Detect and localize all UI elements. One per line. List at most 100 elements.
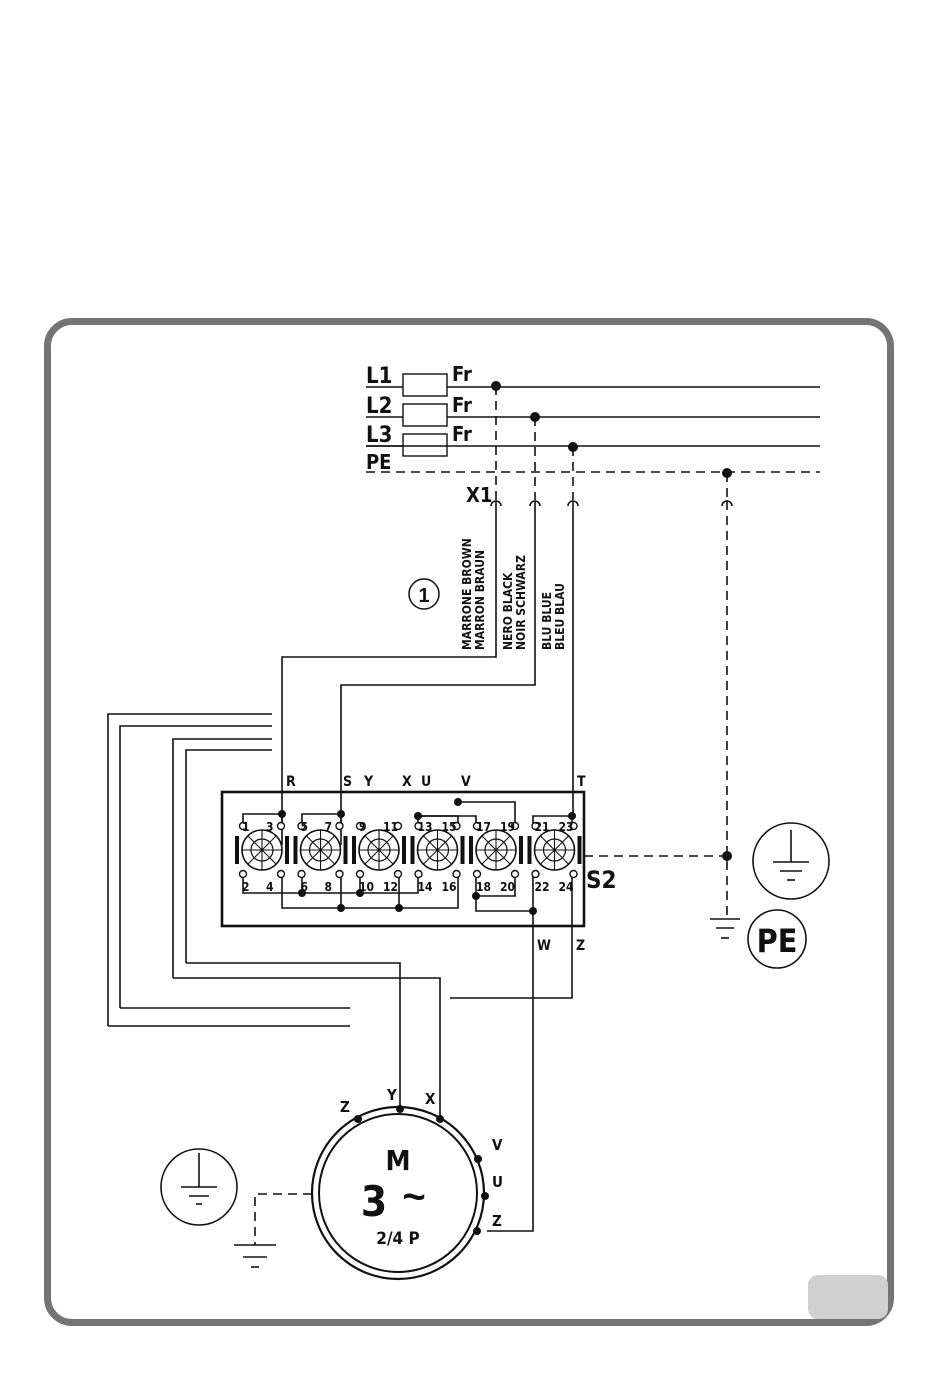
- contact-number: 19: [500, 820, 515, 834]
- motor-poles: 2/4 P: [376, 1229, 419, 1249]
- contact-bar-left: [411, 836, 415, 864]
- terminal-v: V: [461, 774, 471, 790]
- label-fuse-l3: Fr: [452, 422, 472, 446]
- contact-number: 6: [301, 880, 309, 894]
- cable-label-blue-2: BLEU BLAU: [553, 583, 567, 650]
- contact-terminal: [415, 871, 422, 878]
- wire-black: [341, 501, 535, 845]
- switch-label: S2: [586, 866, 617, 894]
- label-fuse-l1: Fr: [452, 362, 472, 386]
- contact-number: 10: [359, 880, 374, 894]
- contact-number: 24: [559, 880, 575, 894]
- label-pe: PE: [366, 450, 391, 474]
- cable-marker-text: 1: [418, 585, 429, 607]
- switch-contact: 9111012: [352, 820, 406, 894]
- switch-contact: 17 19 18 20: [469, 820, 523, 894]
- contact-bar-right: [285, 836, 289, 864]
- motor-label: M: [385, 1144, 410, 1177]
- contact-number: 22: [535, 880, 550, 894]
- contact-bar-right: [578, 836, 582, 864]
- contact-bar-right: [402, 836, 406, 864]
- terminal-w: W: [537, 938, 551, 954]
- label-fuse-l2: Fr: [452, 393, 472, 417]
- label-l3: L3: [366, 423, 392, 448]
- contact-terminal: [336, 823, 343, 830]
- motor-phase: 3: [361, 1177, 387, 1226]
- terminal-t: T: [577, 774, 586, 790]
- contact-terminal: [570, 871, 577, 878]
- contact-number: 13: [418, 820, 433, 834]
- wire-to-motor-y: [186, 963, 400, 1108]
- contact-number: 15: [442, 820, 457, 834]
- contact-number: 17: [476, 820, 491, 834]
- contact-bar-left: [235, 836, 239, 864]
- loop-wires-upper: [108, 714, 272, 1026]
- motor-terminal-u: U: [492, 1173, 503, 1191]
- terminal-x: X: [402, 774, 412, 790]
- contact-number: 5: [301, 820, 309, 834]
- switch-internal-wiring: [243, 798, 576, 926]
- motor-outer-ring: [312, 1107, 484, 1279]
- contact-number: 18: [476, 880, 491, 894]
- contact-number: 11: [383, 820, 398, 834]
- contact-terminal: [278, 871, 285, 878]
- fuse-l2: [403, 404, 447, 426]
- contact-number: 12: [383, 880, 398, 894]
- contact-number: 20: [500, 880, 515, 894]
- contact-bar-left: [528, 836, 532, 864]
- label-connector-x1: X1: [466, 483, 492, 507]
- contact-number: 21: [535, 820, 550, 834]
- terminal-z: Z: [576, 938, 585, 954]
- terminal-r: R: [286, 774, 296, 790]
- contact-bar-right: [344, 836, 348, 864]
- contact-number: 2: [242, 880, 250, 894]
- contact-terminal: [453, 871, 460, 878]
- cable-label-brown-1: MARRONE BROWN: [460, 538, 474, 650]
- fuse-l1: [403, 374, 447, 396]
- contact-bar-left: [294, 836, 298, 864]
- motor-terminal-z2: Z: [492, 1212, 502, 1230]
- cable-label-black-2: NOIR SCHWARZ: [514, 555, 528, 650]
- switch-contact: 21 23 22 24: [528, 820, 582, 894]
- fuse-l3: [403, 434, 447, 456]
- cable-label-blue-1: BLU BLUE: [540, 592, 554, 650]
- contact-terminal: [240, 871, 247, 878]
- terminal-u: U: [421, 774, 431, 790]
- motor-terminal-x: X: [425, 1090, 436, 1108]
- contact-terminal: [278, 823, 285, 830]
- contact-terminal: [532, 871, 539, 878]
- contact-number: 3: [266, 820, 274, 834]
- terminal-y: Y: [363, 774, 374, 790]
- pe-badge-label: PE: [757, 922, 798, 960]
- cable-label-brown-2: MARRON BRAUN: [473, 550, 487, 650]
- ac-icon: ~: [402, 1175, 425, 1219]
- motor-terminal-z: Z: [340, 1098, 350, 1116]
- contact-number: 7: [325, 820, 333, 834]
- contact-terminal: [512, 871, 519, 878]
- switch-contact: 5 7 6 8: [294, 820, 348, 894]
- contact-number: 14: [418, 880, 434, 894]
- label-l1: L1: [366, 364, 392, 389]
- switch-contact: 13 15 14 16: [411, 820, 465, 894]
- contact-number: 8: [325, 880, 333, 894]
- contact-bar-left: [469, 836, 473, 864]
- label-l2: L2: [366, 394, 392, 419]
- motor: M 3 ~ 2/4 P Z Y X V U Z: [161, 1086, 503, 1279]
- contact-number: 1: [242, 820, 250, 834]
- switch-contact: 1 3 2 4: [235, 820, 289, 894]
- motor-earth-wire: [255, 1194, 312, 1245]
- contact-bar-right: [461, 836, 465, 864]
- contact-number: 23: [559, 820, 574, 834]
- contact-terminal: [357, 871, 364, 878]
- contact-terminal: [336, 871, 343, 878]
- contact-terminal: [474, 871, 481, 878]
- contact-terminal: [395, 871, 402, 878]
- supply-lines: L1 L2 L3 PE Fr Fr Fr X1: [366, 362, 820, 507]
- terminal-s: S: [343, 774, 352, 790]
- contact-number: 16: [442, 880, 457, 894]
- switch-s2: R S Y X U V T W Z S2: [222, 774, 617, 954]
- contact-bar-right: [519, 836, 523, 864]
- cable-label-black-1: NERO BLACK: [501, 572, 515, 650]
- contact-number: 4: [266, 880, 274, 894]
